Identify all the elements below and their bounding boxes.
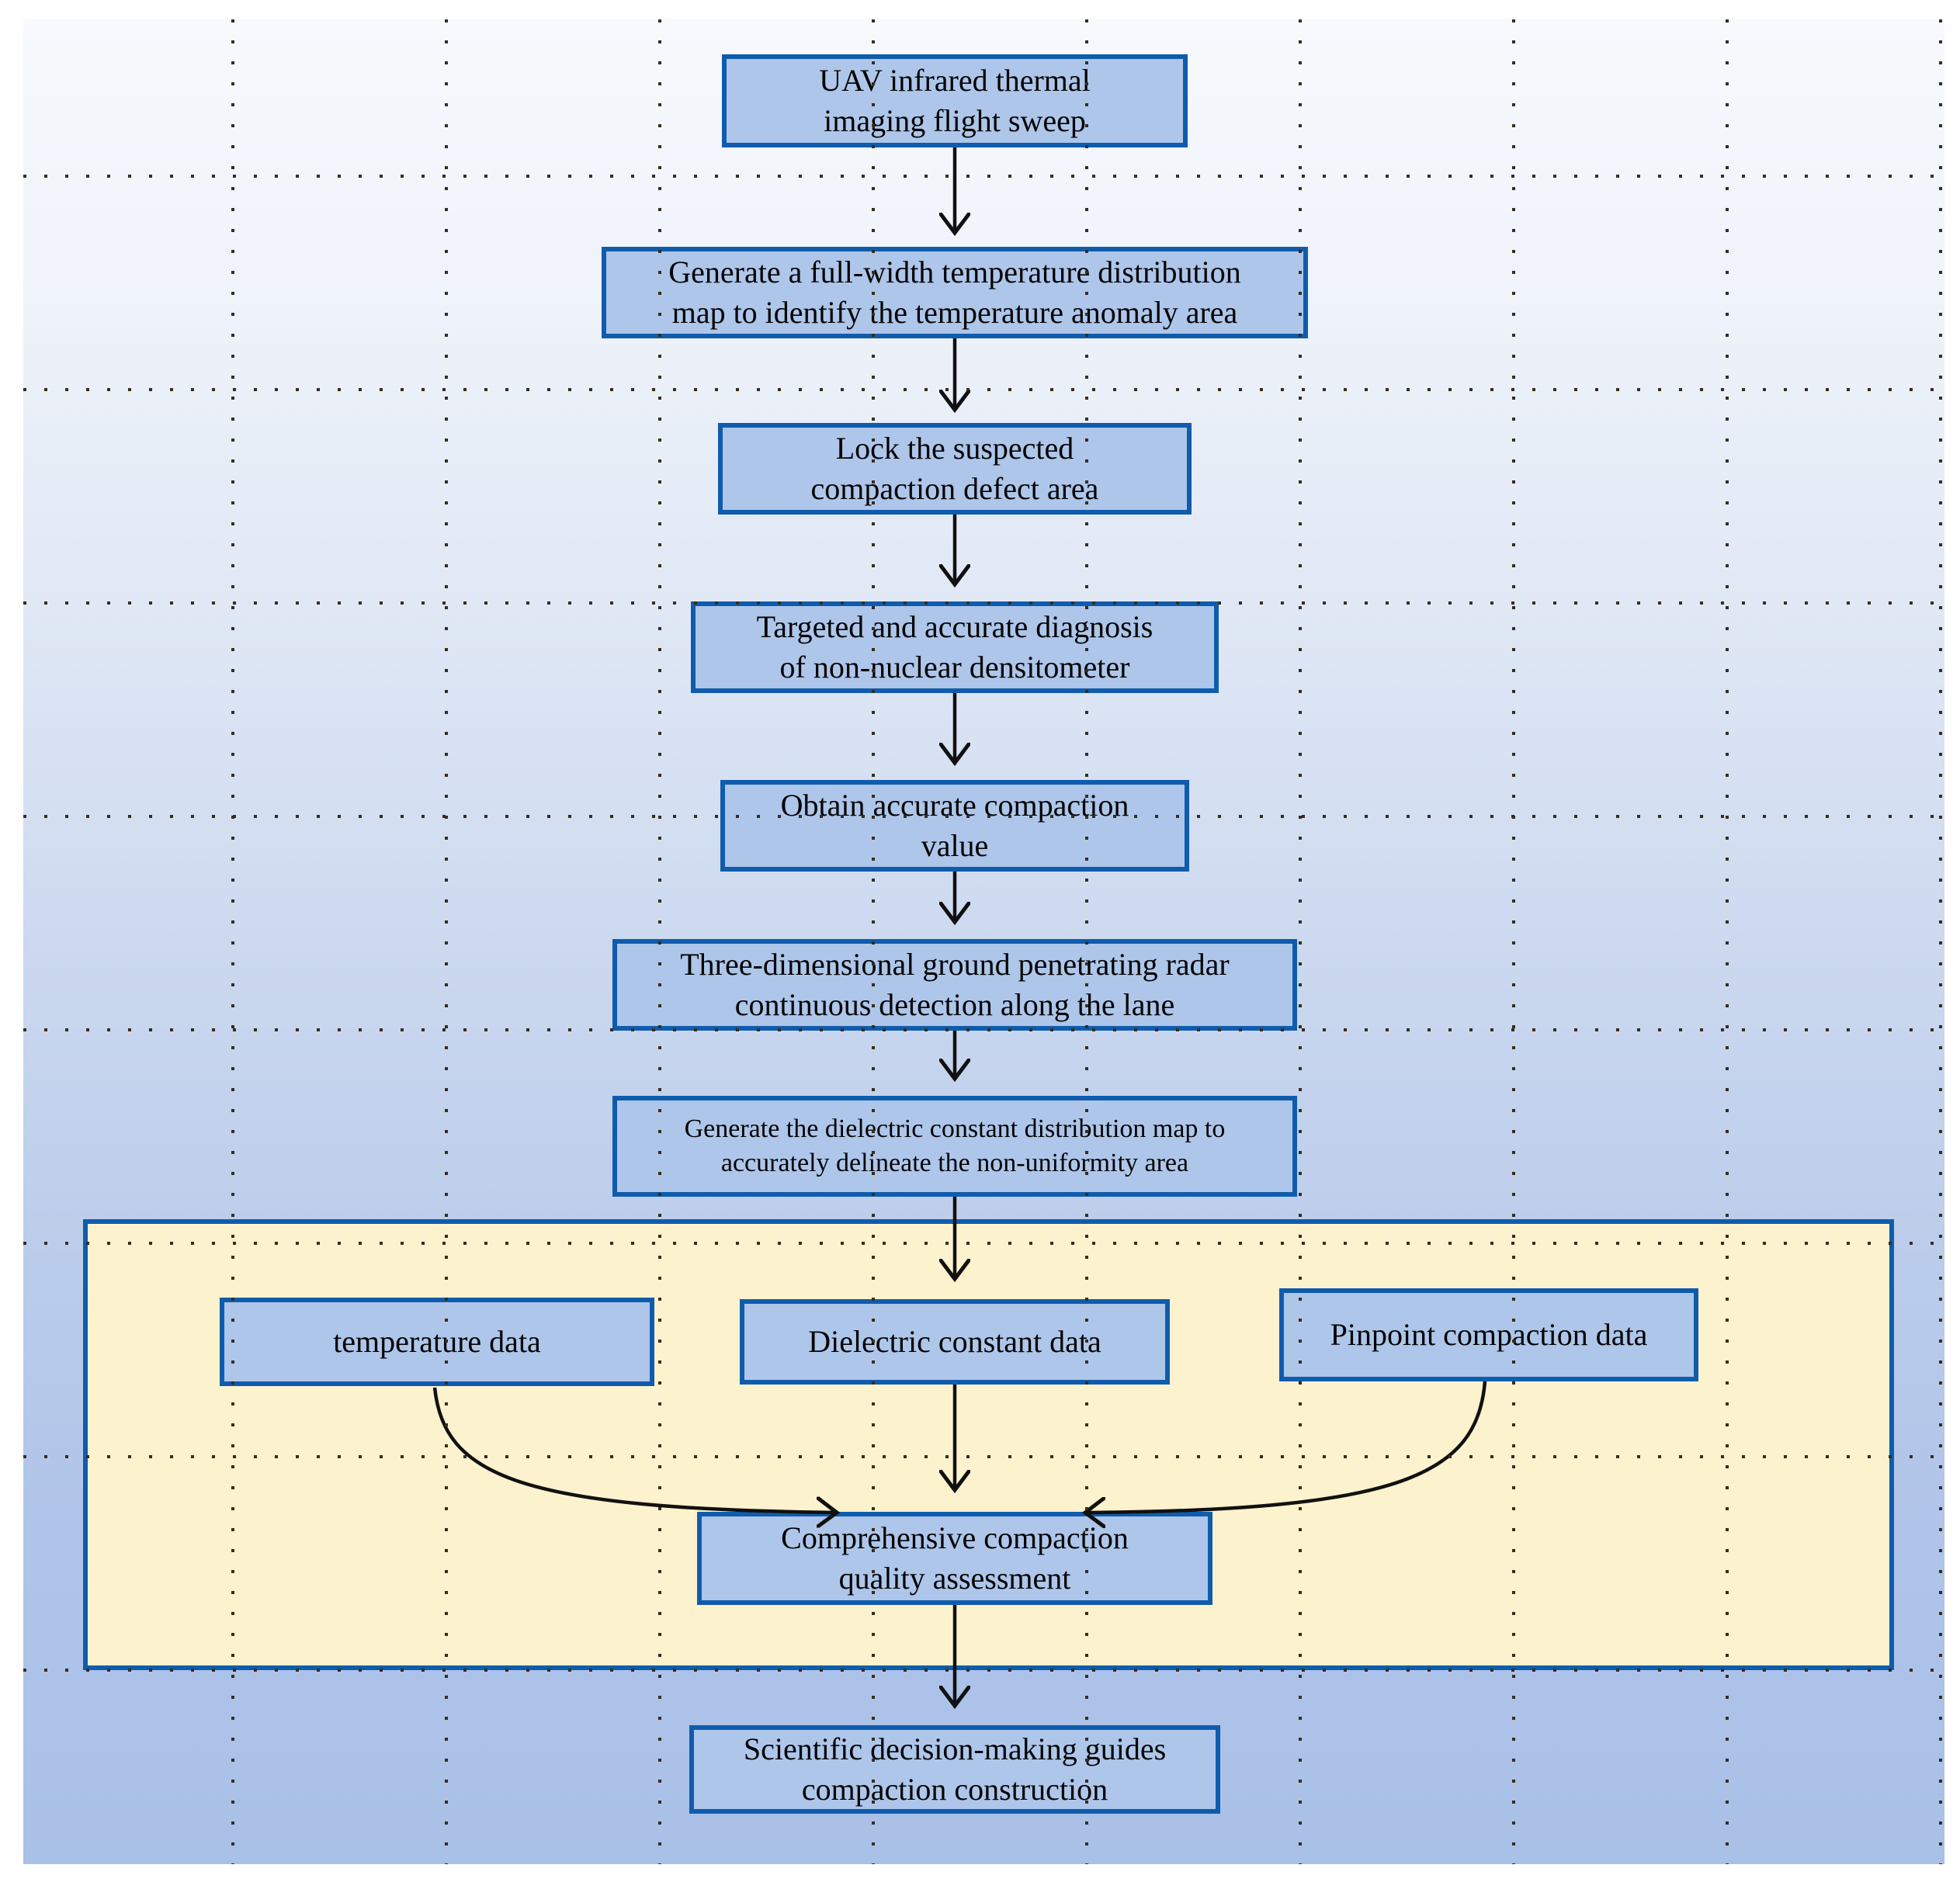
node-label: Comprehensive compaction	[781, 1520, 1129, 1555]
node-decision-making: Scientific decision-making guides compac…	[689, 1725, 1220, 1814]
node-gpr-detection: Three-dimensional ground penetrating rad…	[612, 939, 1297, 1031]
node-label: temperature data	[333, 1324, 541, 1359]
node-lock-defect-area: Lock the suspected compaction defect are…	[718, 423, 1192, 515]
node-label: Dielectric constant data	[808, 1324, 1101, 1359]
node-label: imaging flight sweep	[824, 103, 1086, 138]
node-label: map to identify the temperature anomaly …	[671, 295, 1238, 330]
node-label: value	[921, 828, 989, 863]
node-label: Scientific decision-making guides	[743, 1731, 1167, 1766]
node-temperature-data: temperature data	[220, 1298, 654, 1386]
node-uav-flight-sweep: UAV infrared thermal imaging flight swee…	[722, 54, 1188, 147]
node-label: continuous detection along the lane	[734, 987, 1175, 1022]
node-compaction-value: Obtain accurate compaction value	[720, 780, 1189, 872]
node-label: compaction construction	[801, 1772, 1108, 1807]
node-label: quality assessment	[838, 1561, 1071, 1596]
node-label: Targeted and accurate diagnosis	[756, 609, 1153, 644]
node-label: Obtain accurate compaction	[780, 788, 1129, 823]
node-label: Generate the dielectric constant distrib…	[684, 1114, 1226, 1143]
node-label: Three-dimensional ground penetrating rad…	[680, 947, 1230, 982]
node-pinpoint-data: Pinpoint compaction data	[1279, 1288, 1698, 1381]
node-dielectric-data: Dielectric constant data	[740, 1299, 1170, 1385]
node-label: compaction defect area	[810, 471, 1099, 506]
node-label: Pinpoint compaction data	[1330, 1317, 1648, 1352]
node-quality-assessment: Comprehensive compaction quality assessm…	[697, 1512, 1212, 1605]
node-dielectric-map: Generate the dielectric constant distrib…	[612, 1096, 1297, 1197]
node-label: Generate a full-width temperature distri…	[668, 255, 1241, 289]
node-label: Lock the suspected	[835, 431, 1074, 466]
node-densitometer-diagnosis: Targeted and accurate diagnosis of non-n…	[691, 601, 1219, 693]
node-label: accurately delineate the non-uniformity …	[720, 1149, 1189, 1177]
node-temperature-map: Generate a full-width temperature distri…	[602, 247, 1308, 338]
node-label: UAV infrared thermal	[819, 63, 1091, 98]
node-label: of non-nuclear densitometer	[779, 650, 1130, 685]
